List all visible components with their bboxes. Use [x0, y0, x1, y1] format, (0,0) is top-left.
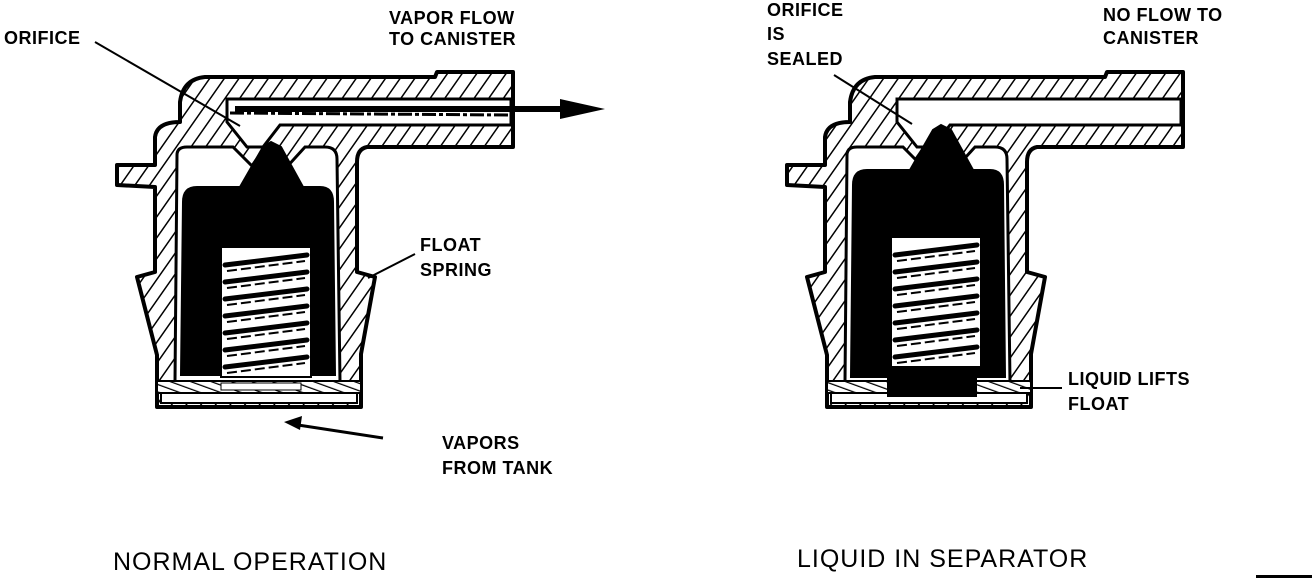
separator-liquid-in-separator — [785, 70, 1185, 409]
label-vapor-flow-line1: VAPOR FLOW — [389, 8, 515, 28]
spring-coil-back — [896, 267, 976, 279]
label-float-right: FLOAT — [1068, 394, 1130, 414]
spring-coil — [892, 310, 980, 326]
label-no-flow-line2: CANISTER — [1103, 28, 1200, 48]
vapor-flow-arrowhead — [560, 99, 605, 119]
leader-orifice — [94, 41, 241, 127]
separator-normal-operation — [115, 70, 605, 409]
label-orifice-sealed-line2: IS — [767, 24, 786, 44]
leader-float-spring — [367, 253, 416, 279]
label-from-tank: FROM TANK — [442, 458, 554, 478]
caption-liquid-in-separator: LIQUID IN SEPARATOR — [797, 545, 1089, 573]
label-liquid-lifts: LIQUID LIFTS — [1068, 369, 1190, 389]
vapors-arrowhead — [284, 416, 302, 430]
spring-coil — [892, 344, 980, 360]
label-float: FLOAT — [420, 235, 482, 255]
label-no-flow-line1: NO FLOW TO — [1103, 5, 1223, 25]
leader-vapors — [297, 423, 384, 440]
spring-coil-back — [896, 318, 976, 330]
spring-coil-back — [226, 345, 306, 357]
leader-orifice-sealed — [833, 74, 913, 125]
spring-coil-back — [896, 352, 976, 364]
spring-coil — [222, 269, 310, 285]
label-vapors: VAPORS — [442, 433, 520, 453]
spring-coil — [892, 327, 980, 343]
label-orifice-sealed-line3: SEALED — [767, 49, 844, 69]
spring-coil — [222, 320, 310, 336]
spring-coil — [892, 276, 980, 292]
spring-coil-back — [896, 250, 976, 262]
bottom-plate — [160, 392, 358, 404]
spring-coil — [892, 242, 980, 258]
liquid-level — [887, 375, 977, 397]
spring-coil — [222, 252, 310, 268]
vapor-flow-streak — [229, 111, 511, 117]
leader-lines — [94, 41, 1062, 440]
spring-coil-back — [226, 328, 306, 340]
spring-coil — [892, 293, 980, 309]
spring-coil-back — [226, 277, 306, 289]
spring-coil-back — [896, 284, 976, 296]
spring-coil-back — [896, 335, 976, 347]
spring-coil — [222, 286, 310, 302]
spring-coil-back — [226, 311, 306, 323]
screen-center — [220, 382, 302, 391]
label-orifice-sealed-line1: ORIFICE — [767, 0, 844, 20]
label-spring: SPRING — [420, 260, 493, 280]
page-mark — [1256, 575, 1312, 578]
spring-coil-back — [226, 294, 306, 306]
spring-coil-back — [226, 362, 306, 374]
spring-coil — [222, 337, 310, 353]
spring-coil — [222, 354, 310, 370]
spring-coil-back — [896, 301, 976, 313]
spring-coil-back — [226, 260, 306, 272]
spring-coil — [222, 303, 310, 319]
caption-normal-operation: NORMAL OPERATION — [113, 548, 388, 576]
label-orifice: ORIFICE — [4, 28, 81, 48]
spring-coil — [892, 259, 980, 275]
label-vapor-flow-line2: TO CANISTER — [389, 29, 517, 49]
